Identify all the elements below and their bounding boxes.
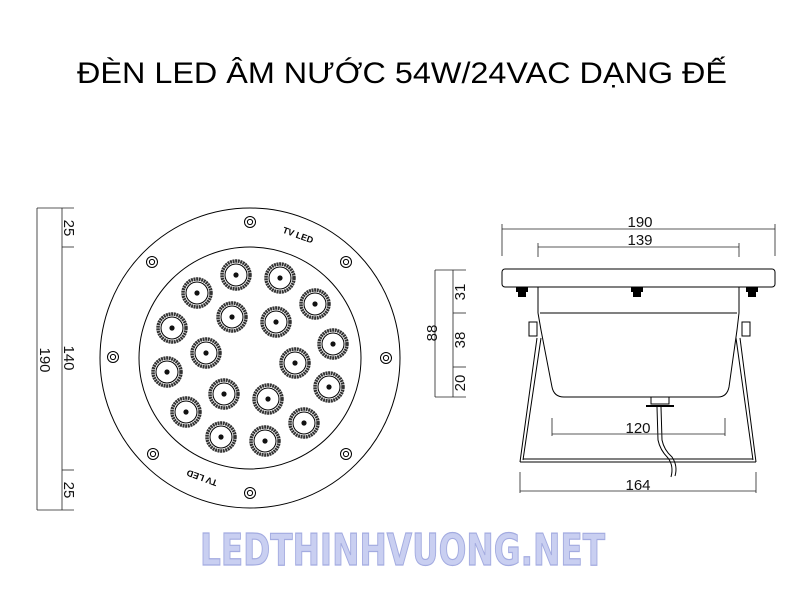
screw-hole (380, 352, 392, 364)
screw-hole (244, 216, 256, 228)
inner-lens-plate (138, 246, 362, 470)
dim-label-25-top: 25 (60, 220, 77, 237)
front-view: TV LED TV LED 190 140 25 25 (36, 207, 401, 511)
flange (501, 268, 776, 288)
dim-label-120: 120 (625, 420, 650, 437)
led-lens (252, 383, 284, 415)
screw-hole (107, 351, 119, 363)
dim-label-139: 139 (627, 232, 652, 249)
dim-label-190: 190 (627, 214, 652, 231)
bolts (516, 287, 758, 297)
bracket-right (741, 321, 751, 337)
dim-label-31: 31 (452, 284, 469, 301)
dim-label-25-bottom: 25 (60, 482, 77, 499)
bracket-left (528, 321, 538, 337)
dim-label-38: 38 (452, 332, 469, 349)
screw-hole (244, 487, 256, 499)
outer-rim (99, 207, 401, 509)
led-lens (313, 371, 345, 403)
power-cable (656, 406, 677, 478)
led-lens (264, 262, 296, 294)
dim-label-190: 190 (36, 347, 53, 372)
led-lens (190, 337, 222, 369)
screw-hole (340, 256, 352, 268)
screw-hole (146, 256, 158, 268)
watermark: LEDTHINHVUONG.NET (200, 525, 605, 576)
led-lens (249, 425, 281, 457)
side-view: 190 139 120 164 88 31 (424, 214, 776, 494)
screws (107, 216, 392, 499)
led-lens (216, 301, 248, 333)
page-title: ĐÈN LED ÂM NƯỚC 54W/24VAC DẠNG ĐẾ (77, 56, 727, 90)
dim-label-140: 140 (60, 345, 77, 370)
brand-label-bottom: TV LED (185, 467, 219, 488)
brand-label-top: TV LED (281, 225, 315, 246)
dim-label-20: 20 (452, 375, 469, 392)
led-lens (260, 306, 292, 338)
screw-hole (340, 448, 352, 460)
cable-gland (650, 396, 670, 405)
screw-hole (147, 448, 159, 460)
led-lens (317, 328, 349, 360)
led-array (151, 259, 349, 457)
base-stand (519, 337, 757, 463)
led-lens (156, 312, 188, 344)
led-lens (181, 277, 213, 309)
led-lens (299, 288, 331, 320)
body-housing (537, 312, 740, 398)
led-lens (220, 259, 252, 291)
led-lens (279, 347, 311, 379)
dim-label-88: 88 (424, 325, 441, 342)
led-lens (151, 356, 183, 388)
led-lens (205, 421, 237, 453)
led-lens (170, 396, 202, 428)
led-lens (288, 407, 320, 439)
dim-label-164: 164 (625, 477, 650, 494)
body-upper (537, 287, 740, 314)
led-lens (208, 378, 240, 410)
